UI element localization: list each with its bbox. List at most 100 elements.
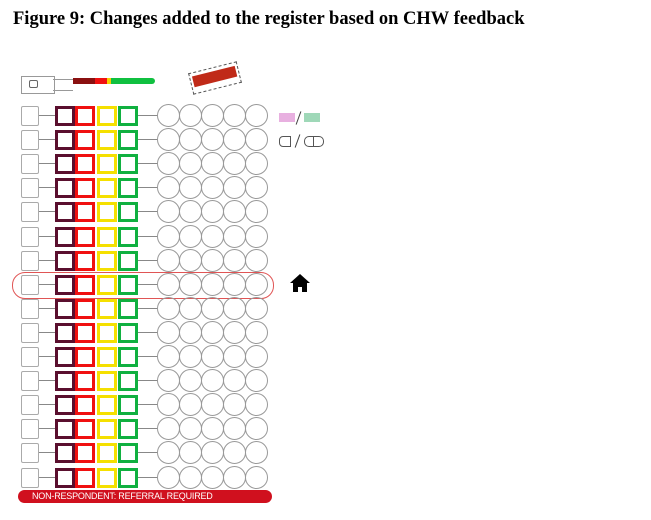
muac-box-red[interactable] (75, 178, 95, 199)
visit-circle[interactable] (157, 369, 180, 393)
visit-circle[interactable] (223, 104, 246, 127)
muac-box-green[interactable] (118, 347, 138, 367)
visit-circle[interactable] (201, 104, 224, 127)
visit-circle[interactable] (201, 128, 224, 152)
muac-box-yellow[interactable] (97, 250, 117, 271)
visit-circle[interactable] (201, 296, 224, 320)
visit-circle[interactable] (179, 441, 202, 465)
muac-box-yellow[interactable] (97, 322, 117, 343)
muac-box-green[interactable] (118, 419, 138, 440)
id-checkbox[interactable] (21, 322, 39, 343)
visit-circle[interactable] (245, 296, 268, 320)
muac-box-maroon[interactable] (55, 202, 75, 223)
visit-circle[interactable] (157, 417, 180, 441)
muac-box-yellow[interactable] (97, 298, 117, 319)
visit-circle[interactable] (245, 320, 268, 344)
visit-circle[interactable] (245, 152, 268, 176)
visit-circle[interactable] (245, 441, 268, 465)
visit-circle[interactable] (245, 369, 268, 393)
muac-box-red[interactable] (75, 250, 95, 271)
muac-box-yellow[interactable] (97, 130, 117, 151)
muac-box-maroon[interactable] (55, 347, 75, 367)
visit-circle[interactable] (245, 224, 268, 248)
visit-circle[interactable] (201, 320, 224, 344)
register-row[interactable] (18, 369, 278, 393)
muac-box-maroon[interactable] (55, 371, 75, 392)
register-row[interactable] (18, 417, 278, 441)
visit-circle[interactable] (157, 128, 180, 152)
muac-box-red[interactable] (75, 467, 95, 488)
visit-circle[interactable] (179, 152, 202, 176)
visit-circle[interactable] (201, 441, 224, 465)
id-checkbox[interactable] (21, 226, 39, 247)
visit-circle[interactable] (157, 320, 180, 344)
visit-circle[interactable] (201, 345, 224, 368)
visit-circle[interactable] (245, 200, 268, 224)
visit-circle[interactable] (223, 393, 246, 417)
visit-circle[interactable] (179, 393, 202, 417)
visit-circle[interactable] (157, 248, 180, 272)
muac-box-red[interactable] (75, 371, 95, 392)
id-checkbox[interactable] (21, 371, 39, 392)
id-checkbox[interactable] (21, 395, 39, 416)
muac-box-red[interactable] (75, 443, 95, 464)
muac-box-maroon[interactable] (55, 250, 75, 271)
visit-circle[interactable] (245, 465, 268, 489)
visit-circle[interactable] (179, 345, 202, 368)
visit-circle[interactable] (223, 272, 246, 296)
visit-circle[interactable] (201, 224, 224, 248)
muac-box-maroon[interactable] (55, 130, 75, 151)
visit-circle[interactable] (223, 441, 246, 465)
visit-circle[interactable] (201, 272, 224, 296)
visit-circle[interactable] (201, 369, 224, 393)
visit-circle[interactable] (201, 465, 224, 489)
register-row[interactable] (18, 393, 278, 417)
muac-box-maroon[interactable] (55, 226, 75, 247)
muac-box-green[interactable] (118, 106, 138, 126)
muac-box-maroon[interactable] (55, 154, 75, 175)
register-row[interactable] (18, 441, 278, 465)
muac-box-red[interactable] (75, 226, 95, 247)
visit-circle[interactable] (179, 296, 202, 320)
muac-box-yellow[interactable] (97, 443, 117, 464)
muac-box-green[interactable] (118, 250, 138, 271)
register-row[interactable] (18, 176, 278, 200)
register-row[interactable] (18, 152, 278, 176)
visit-circle[interactable] (223, 417, 246, 441)
visit-circle[interactable] (179, 104, 202, 127)
muac-box-red[interactable] (75, 347, 95, 367)
muac-box-yellow[interactable] (97, 202, 117, 223)
visit-circle[interactable] (157, 200, 180, 224)
id-checkbox[interactable] (21, 130, 39, 151)
visit-circle[interactable] (223, 345, 246, 368)
visit-circle[interactable] (223, 152, 246, 176)
muac-box-red[interactable] (75, 202, 95, 223)
muac-box-yellow[interactable] (97, 347, 117, 367)
register-row[interactable] (18, 465, 278, 489)
muac-box-maroon[interactable] (55, 298, 75, 319)
visit-circle[interactable] (223, 320, 246, 344)
visit-circle[interactable] (157, 393, 180, 417)
visit-circle[interactable] (245, 248, 268, 272)
id-checkbox[interactable] (21, 178, 39, 199)
visit-circle[interactable] (245, 104, 268, 127)
id-checkbox[interactable] (21, 298, 39, 319)
muac-box-yellow[interactable] (97, 467, 117, 488)
muac-box-green[interactable] (118, 443, 138, 464)
muac-box-maroon[interactable] (55, 106, 75, 126)
visit-circle[interactable] (245, 128, 268, 152)
muac-box-red[interactable] (75, 298, 95, 319)
visit-circle[interactable] (201, 200, 224, 224)
visit-circle[interactable] (201, 393, 224, 417)
visit-circle[interactable] (223, 248, 246, 272)
visit-circle[interactable] (223, 369, 246, 393)
muac-box-yellow[interactable] (97, 419, 117, 440)
muac-box-red[interactable] (75, 322, 95, 343)
register-row[interactable] (18, 104, 278, 127)
visit-circle[interactable] (179, 128, 202, 152)
muac-box-green[interactable] (118, 371, 138, 392)
muac-box-green[interactable] (118, 154, 138, 175)
visit-circle[interactable] (201, 248, 224, 272)
visit-circle[interactable] (179, 200, 202, 224)
visit-circle[interactable] (245, 417, 268, 441)
